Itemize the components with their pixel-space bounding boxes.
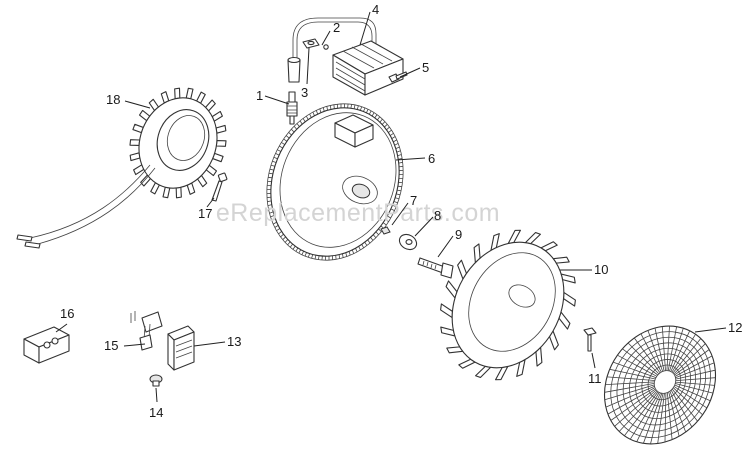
regulator-screw-part [149, 374, 163, 387]
stator-part [16, 87, 227, 249]
callout-12: 12 [728, 320, 742, 335]
callout-18: 18 [106, 92, 120, 107]
washer-part [398, 233, 418, 251]
cooling-fan-part [440, 229, 576, 381]
ignition-module-part [287, 17, 404, 96]
regulator-part [167, 325, 195, 371]
rectifier-part [23, 326, 70, 364]
flywheel-bolt-part [417, 257, 454, 279]
watermark-text: eReplacementParts.com [216, 199, 500, 227]
callout-15: 15 [104, 338, 118, 353]
callout-17: 17 [198, 206, 212, 221]
callout-7: 7 [410, 193, 417, 208]
flywheel-part [266, 103, 404, 261]
stator-screw-part [211, 172, 228, 202]
callout-labels: 1 2 3 4 5 6 7 8 9 10 11 12 13 14 15 16 1… [60, 2, 742, 420]
terminal-clip-part [130, 311, 163, 351]
callout-1: 1 [256, 88, 263, 103]
callout-3: 3 [301, 85, 308, 100]
callout-2: 2 [333, 20, 340, 35]
callout-5: 5 [422, 60, 429, 75]
spark-plug-part [286, 91, 298, 125]
flywheel-key-part [380, 226, 391, 235]
leader-lines [55, 11, 727, 403]
callout-4: 4 [372, 2, 379, 17]
callout-10: 10 [594, 262, 608, 277]
callout-9: 9 [455, 227, 462, 242]
module-bolt-part [388, 71, 408, 83]
callout-13: 13 [227, 334, 241, 349]
callout-16: 16 [60, 306, 74, 321]
callout-8: 8 [434, 208, 441, 223]
grass-screen-part [603, 325, 717, 445]
fan-screw-part [583, 327, 597, 352]
callout-14: 14 [149, 405, 163, 420]
callout-6: 6 [428, 151, 435, 166]
callout-11: 11 [588, 371, 602, 386]
